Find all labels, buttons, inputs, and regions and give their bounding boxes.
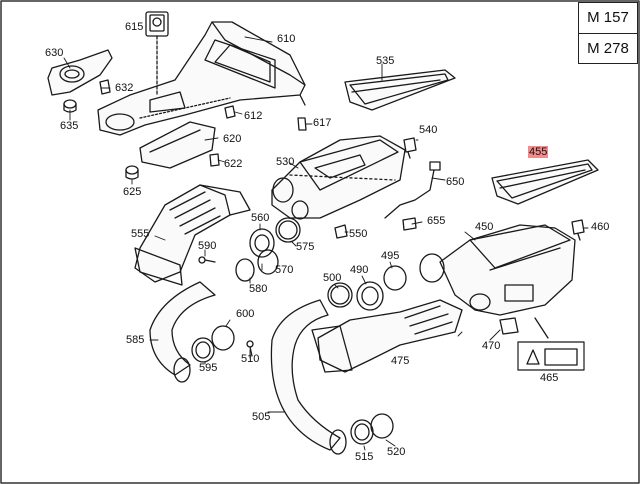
part-label-520[interactable]: 520 xyxy=(387,446,406,458)
part-label-500[interactable]: 500 xyxy=(323,272,342,284)
part-label-535[interactable]: 535 xyxy=(376,55,395,67)
bracket-470 xyxy=(499,317,519,335)
part-label-650[interactable]: 650 xyxy=(446,176,465,188)
part-label-530[interactable]: 530 xyxy=(276,156,295,168)
part-label-540[interactable]: 540 xyxy=(419,124,438,136)
leader-lines xyxy=(63,36,589,451)
clip-632 xyxy=(99,79,111,95)
part-label-505[interactable]: 505 xyxy=(252,411,271,423)
intake-pipe-585 xyxy=(149,281,216,383)
part-label-475[interactable]: 475 xyxy=(391,355,410,367)
part-label-580[interactable]: 580 xyxy=(249,283,268,295)
part-label-655[interactable]: 655 xyxy=(427,215,446,227)
model-label: M 157 xyxy=(587,9,629,26)
part-label-510[interactable]: 510 xyxy=(241,353,260,365)
part-label-620[interactable]: 620 xyxy=(223,133,242,145)
part-label-570[interactable]: 570 xyxy=(275,264,294,276)
sensor-650 xyxy=(384,161,441,219)
part-label-585[interactable]: 585 xyxy=(126,334,145,346)
part-label-595[interactable]: 595 xyxy=(199,362,218,374)
clip-655 xyxy=(402,217,417,231)
part-label-560[interactable]: 560 xyxy=(251,212,270,224)
part-label-555[interactable]: 555 xyxy=(131,228,150,240)
engine-cover-610 xyxy=(97,21,306,136)
part-label-632[interactable]: 632 xyxy=(115,82,134,94)
model-table: M 157 M 278 xyxy=(578,2,638,64)
part-label-550[interactable]: 550 xyxy=(349,228,368,240)
cover-part-630 xyxy=(47,49,113,96)
air-filter-element-455 xyxy=(491,159,599,205)
clip-550 xyxy=(334,224,348,239)
bolt-510 xyxy=(246,340,254,357)
clamp-575 xyxy=(275,217,301,243)
clamp-495 xyxy=(383,265,407,291)
part-label-460[interactable]: 460 xyxy=(591,221,610,233)
intake-pipe-505 xyxy=(270,299,347,455)
part-label-455-highlighted[interactable]: 455 xyxy=(528,146,549,158)
clamp-570 xyxy=(257,249,279,275)
part-label-630[interactable]: 630 xyxy=(45,47,64,59)
part-label-617[interactable]: 617 xyxy=(313,117,332,129)
part-label-575[interactable]: 575 xyxy=(296,241,315,253)
part-label-470[interactable]: 470 xyxy=(482,340,501,352)
clamp-520 xyxy=(370,413,394,439)
intake-duct-475 xyxy=(311,299,463,373)
clip-540 xyxy=(403,137,417,159)
grommet-625 xyxy=(125,165,139,180)
intake-duct-555 xyxy=(134,184,251,286)
part-label-622[interactable]: 622 xyxy=(224,158,243,170)
part-label-612[interactable]: 612 xyxy=(244,110,263,122)
air-cleaner-housing-450 xyxy=(419,224,576,316)
connector-560 xyxy=(249,228,275,258)
clamp-500 xyxy=(327,282,353,308)
part-label-490[interactable]: 490 xyxy=(350,264,369,276)
part-label-450[interactable]: 450 xyxy=(475,221,494,233)
model-label: M 278 xyxy=(579,33,637,64)
part-label-600[interactable]: 600 xyxy=(236,308,255,320)
bolt-590 xyxy=(198,256,216,264)
shield-620 xyxy=(139,121,216,169)
part-label-635[interactable]: 635 xyxy=(60,120,79,132)
warning-label-465 xyxy=(517,317,585,371)
clip-612 xyxy=(224,105,236,119)
connector-490 xyxy=(356,281,384,311)
part-label-515[interactable]: 515 xyxy=(355,451,374,463)
logo-badge-615 xyxy=(145,11,169,96)
clip-460 xyxy=(571,219,585,241)
clamp-580 xyxy=(235,258,255,282)
part-label-610[interactable]: 610 xyxy=(277,33,296,45)
clip-622 xyxy=(209,153,220,167)
clamp-600 xyxy=(211,325,235,351)
clamp-515 xyxy=(350,419,374,445)
part-label-625[interactable]: 625 xyxy=(123,186,142,198)
air-cleaner-housing-530 xyxy=(271,135,406,220)
clip-617 xyxy=(297,117,307,131)
air-filter-element-535 xyxy=(344,69,456,111)
part-label-590[interactable]: 590 xyxy=(198,240,217,252)
clamp-595 xyxy=(191,337,215,363)
part-label-495[interactable]: 495 xyxy=(381,250,400,262)
part-label-465[interactable]: 465 xyxy=(540,372,559,384)
part-label-615[interactable]: 615 xyxy=(125,21,144,33)
